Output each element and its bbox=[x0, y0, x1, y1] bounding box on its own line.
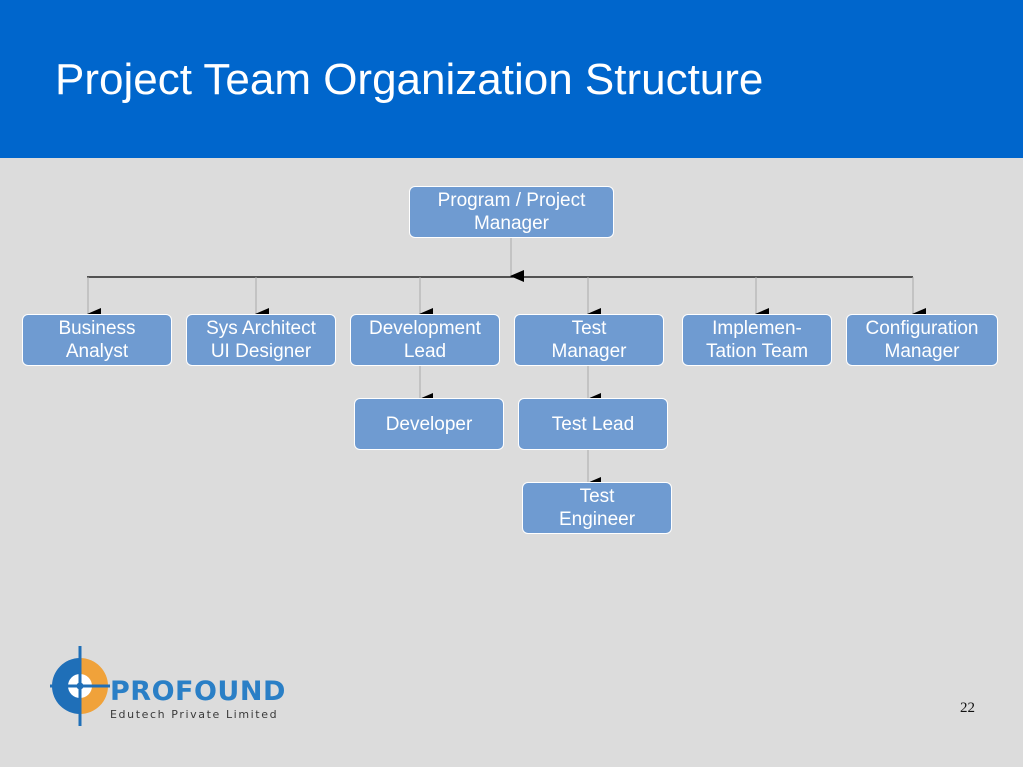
node-developer: Developer bbox=[354, 398, 504, 450]
crosshair-logo-icon bbox=[50, 646, 110, 726]
logo-tagline: Edutech Private Limited bbox=[110, 708, 279, 721]
node-development-lead: Development Lead bbox=[350, 314, 500, 366]
node-configuration-manager: Configuration Manager bbox=[846, 314, 998, 366]
node-business-analyst: Business Analyst bbox=[22, 314, 172, 366]
node-test-lead: Test Lead bbox=[518, 398, 668, 450]
slide-title: Project Team Organization Structure bbox=[55, 55, 764, 104]
node-implementation-team: Implemen- Tation Team bbox=[682, 314, 832, 366]
node-program-project-manager: Program / Project Manager bbox=[409, 186, 614, 238]
page-number: 22 bbox=[960, 700, 975, 716]
slide-header: Project Team Organization Structure bbox=[0, 0, 1023, 158]
node-test-manager: Test Manager bbox=[514, 314, 664, 366]
logo-wordmark: PROFOUND bbox=[110, 676, 286, 707]
node-sys-architect-ui-designer: Sys Architect UI Designer bbox=[186, 314, 336, 366]
node-test-engineer: Test Engineer bbox=[522, 482, 672, 534]
